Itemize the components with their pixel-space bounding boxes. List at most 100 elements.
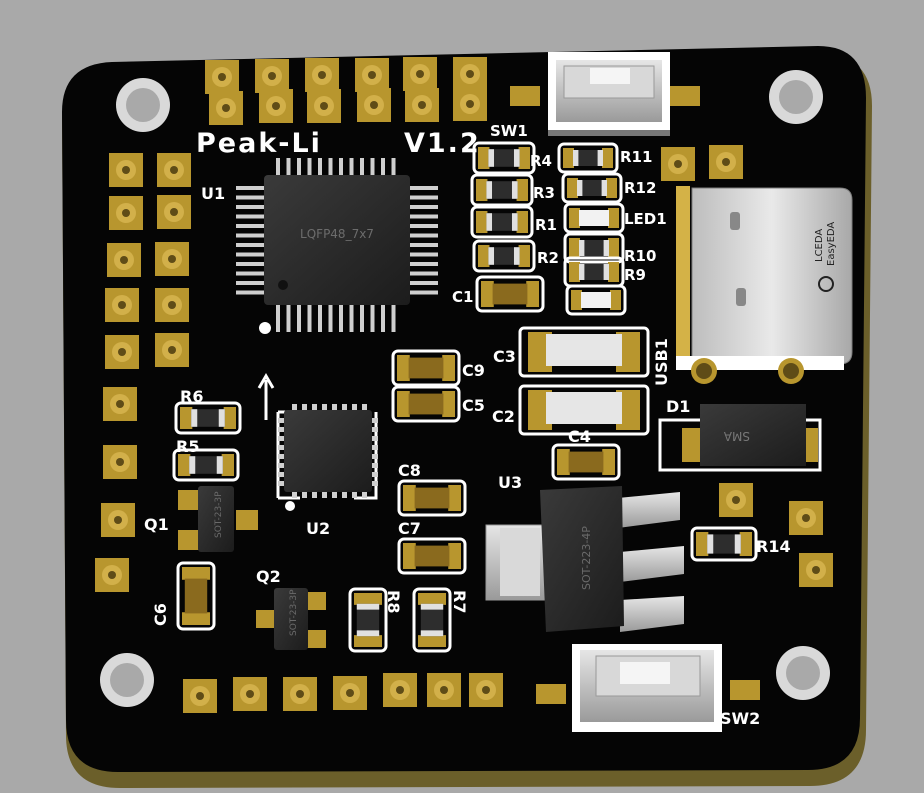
header-pad [405,88,439,122]
usb-c-connector[interactable]: LCEDA EasyEDA [676,186,853,384]
header-pad [183,679,217,713]
header-pad [155,333,189,367]
label-c3: C3 [493,347,516,366]
label-r7: R7 [450,590,469,613]
u2-pin [312,404,317,412]
u2-chip [276,404,378,511]
sw1-button[interactable] [510,52,700,136]
u2-pin [370,481,378,486]
label-r14: R14 [756,537,791,556]
label-r11: R11 [620,148,652,166]
u1-chip: LQFP48_7x7 [236,158,438,332]
u2-pin [362,490,367,498]
component-r8 [348,587,388,653]
header-pad [355,58,389,92]
header-pad [107,243,141,277]
label-r6: R6 [180,387,203,406]
u2-pin [370,427,378,432]
u1-pin [236,195,266,200]
label-q2: Q2 [256,567,281,586]
label-sw2: SW2 [720,709,760,728]
header-pad [333,676,367,710]
u2-pin [278,463,286,468]
d1-marking: SMA [723,429,750,443]
board-version: V1.2 [404,128,481,159]
mounting-holes [100,70,830,707]
u1-pin [236,252,266,257]
component-c7 [397,537,467,575]
sw2-button[interactable] [536,644,760,732]
header-pad [95,558,129,592]
board-title: Peak-Li [196,128,322,159]
header-pad [259,89,293,123]
u1-pin [236,205,266,209]
u1-pin [236,243,266,247]
u2-pin [292,490,297,498]
u1-pin [408,281,438,285]
header-pad [709,145,743,179]
u1-marking: LQFP48_7x7 [300,227,374,241]
header-pad [157,153,191,187]
header-pad [661,147,695,181]
component-r2 [472,239,536,273]
u2-pin [278,481,286,486]
u1-pin [381,158,385,178]
header-pad [155,242,189,276]
component-r11 [557,142,619,174]
label-led1: LED1 [624,210,667,228]
usb-logo-text-1: LCEDA [814,229,825,262]
header-pad [305,58,339,92]
label-r9: R9 [624,266,646,284]
header-pad [453,87,487,121]
u1-pin [408,243,438,247]
u1-pin [297,302,301,332]
u2-pin [312,490,317,498]
label-c1: C1 [452,288,473,306]
label-q1: Q1 [144,515,169,534]
header-pad [719,483,753,517]
u2-pin [352,404,357,412]
header-pad [233,677,267,711]
label-r10: R10 [624,247,656,265]
passive-components [172,141,758,653]
u1-pin [408,214,438,219]
u1-pin [236,233,266,238]
u1-pin [408,252,438,257]
u2-pin [362,404,367,412]
component-c9 [391,349,461,387]
u1-pin [370,302,375,332]
u1-pin [408,224,438,228]
u1-pin [318,302,322,332]
u1-pin [286,302,291,332]
u1-pin [370,158,375,178]
label-c8: C8 [398,461,421,480]
u1-pin [307,302,312,332]
label-c2: C2 [492,407,515,426]
u2-pin [302,490,307,498]
u1-pin [349,302,354,332]
u1-pin [328,302,333,332]
u1-pin [276,302,280,332]
header-pad [155,288,189,322]
label-c9: C9 [462,361,485,380]
u1-pin [236,281,266,285]
label-r1: R1 [535,216,557,234]
header-pad [255,59,289,93]
header-pads [95,57,833,713]
u1-pin [408,233,438,238]
u2-pin [370,463,378,468]
header-pad [101,503,135,537]
component-c2 [518,384,650,436]
component-ledb [565,284,627,316]
label-c5: C5 [462,396,485,415]
component-c4 [551,443,621,481]
header-pad [105,288,139,322]
component-r12 [561,172,623,204]
label-r12: R12 [624,179,656,197]
header-pad [799,553,833,587]
label-c4: C4 [568,427,591,446]
u1-pin [236,224,266,228]
header-pad [789,501,823,535]
u1-pin [408,290,438,295]
